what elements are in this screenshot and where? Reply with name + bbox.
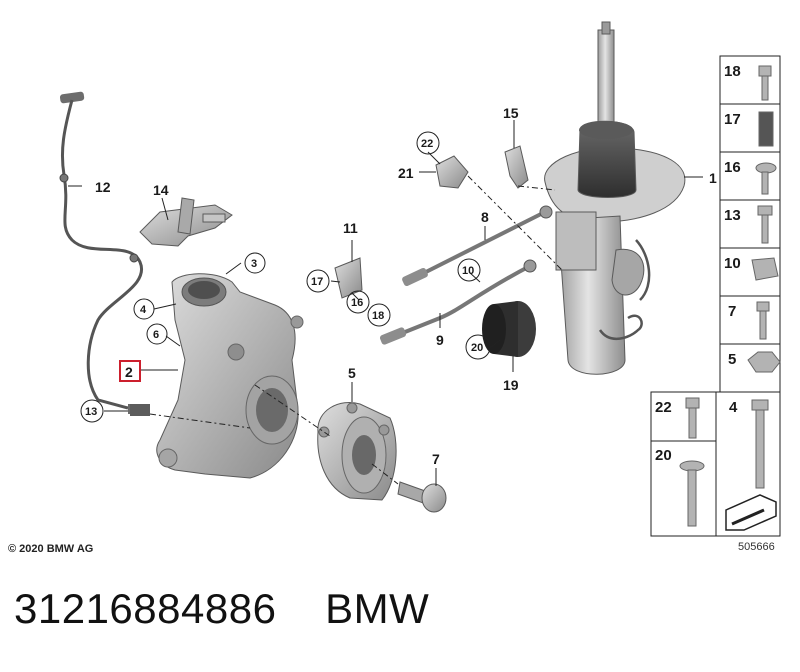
callout-4: 4 <box>140 304 147 316</box>
brand-name: BMW <box>325 585 430 632</box>
callout-5: 5 <box>348 365 356 381</box>
page-caption: 31216884886 BMW <box>14 585 429 633</box>
callout-1: 1 <box>709 170 717 186</box>
callout-7: 7 <box>432 451 440 467</box>
callout-18: 18 <box>372 310 384 322</box>
callout-2: 2 <box>125 364 133 380</box>
hub-bolt <box>397 481 447 513</box>
steering-knuckle <box>156 273 304 479</box>
shock-absorber-strut <box>544 21 686 375</box>
stabilizer-link-9 <box>379 259 537 345</box>
table-label-18: 18 <box>724 63 741 80</box>
table-label-7: 7 <box>728 303 736 320</box>
damper-19 <box>482 301 536 357</box>
table-label-16: 16 <box>724 159 741 176</box>
bracket-14 <box>139 197 233 247</box>
fastener-table-labels: 18 17 16 13 10 7 5 22 4 20 <box>655 63 741 464</box>
copyright-notice: © 2020 BMW AG <box>8 543 94 555</box>
table-label-13: 13 <box>724 207 741 224</box>
callout-21: 21 <box>398 165 414 181</box>
callout-3: 3 <box>251 258 257 270</box>
table-label-20: 20 <box>655 447 672 464</box>
table-label-17: 17 <box>724 111 741 128</box>
part-number: 31216884886 <box>14 585 277 632</box>
bracket-11 <box>334 257 363 299</box>
callout-13: 13 <box>85 406 97 418</box>
callout-15: 15 <box>503 105 519 121</box>
wheel-hub <box>317 402 397 501</box>
callout-22: 22 <box>421 138 433 150</box>
table-label-10: 10 <box>724 255 741 272</box>
sensor-13 <box>130 404 150 416</box>
jump-arrow-icon <box>725 494 777 531</box>
table-label-22: 22 <box>655 399 672 416</box>
callout-11: 11 <box>343 220 358 236</box>
stabilizer-link-8 <box>402 205 553 287</box>
callout-8: 8 <box>481 209 489 225</box>
leader-lines <box>68 120 703 486</box>
callout-9: 9 <box>436 332 444 348</box>
fastener-icons <box>679 65 781 527</box>
callout-16: 16 <box>351 297 363 309</box>
table-label-5: 5 <box>728 351 736 368</box>
callout-12: 12 <box>95 179 111 195</box>
callout-10: 10 <box>462 265 474 277</box>
callout-2-highlight-box <box>119 360 141 382</box>
callout-labels: 12 14 15 1 21 8 11 9 5 7 19 3 4 6 13 22 … <box>80 105 717 467</box>
sensor-21 <box>435 155 469 189</box>
bracket-15 <box>504 145 529 189</box>
callout-14: 14 <box>153 182 169 198</box>
table-label-4: 4 <box>729 399 738 416</box>
callout-17: 17 <box>311 276 323 288</box>
callout-19: 19 <box>503 377 519 393</box>
callout-20: 20 <box>471 342 483 354</box>
callout-6: 6 <box>153 329 159 341</box>
diagram-reference-number: 505666 <box>738 541 775 553</box>
